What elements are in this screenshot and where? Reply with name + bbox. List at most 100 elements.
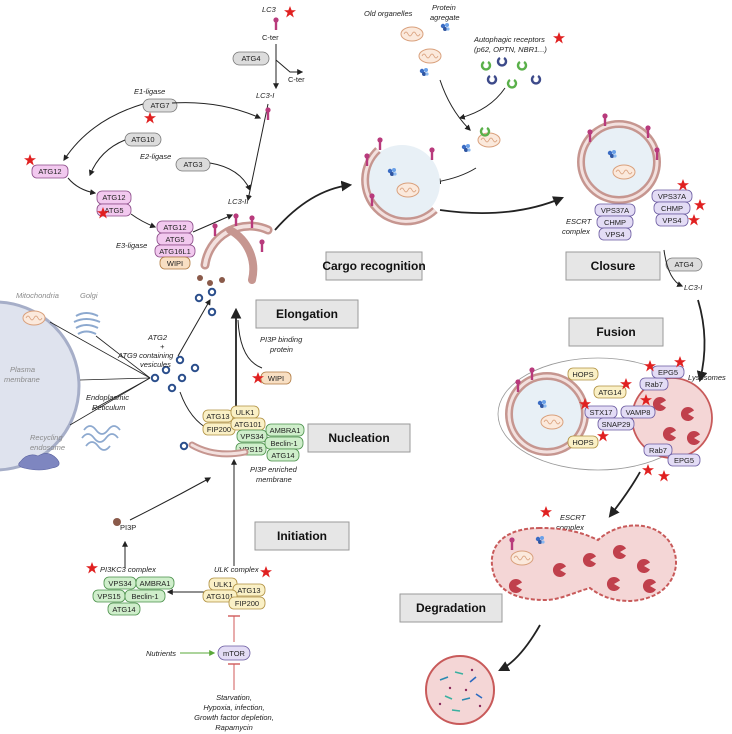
recycling-caption-2: endosome <box>30 443 65 452</box>
vesicle-icon <box>207 307 217 317</box>
stage-label-nucleation: Nucleation <box>328 431 389 445</box>
rab7-1-pill <box>639 377 669 391</box>
er-caption-1: Endoplasmic <box>86 393 129 402</box>
protein-aggregate-caption-2: agregate <box>430 13 460 22</box>
vps4-left-pill <box>598 227 632 241</box>
vps34-p-label: VPS34 <box>108 579 131 588</box>
pi3kc3-caption: PI3KC3 complex <box>100 565 156 574</box>
nutrients-caption: Nutrients <box>146 649 176 658</box>
snap29-label: SNAP29 <box>602 420 631 429</box>
starvation-caption-3: Growth factor depletion, <box>194 713 274 722</box>
red-star-icon <box>284 6 296 18</box>
vesicle-icon <box>194 293 204 303</box>
vps34-n-pill <box>236 429 268 443</box>
er-caption-2: Reticulum <box>92 403 125 412</box>
degradation-section: ESCRT complex <box>425 506 677 725</box>
initiation-section: PI3P PI3KC3 complex VPS34 AMBRA1 VPS15 B… <box>86 458 274 732</box>
hops-1-pill <box>567 367 599 381</box>
snap29-pill <box>597 417 635 431</box>
starvation-caption-4: Rapamycin <box>215 723 253 732</box>
atg5-b-label: ATG5 <box>104 206 123 215</box>
mtor-label: mTOR <box>223 649 246 658</box>
stage-cargo-recognition: Cargo recognition <box>322 251 426 281</box>
escrt-caption-2: complex <box>562 227 590 236</box>
membrane-sources: Plasma membrane Mitochondria Golgi ATG2 … <box>0 287 217 472</box>
hops-2-label: HOPS <box>572 438 593 447</box>
beclin-p-label: Beclin-1 <box>131 592 158 601</box>
protein-aggregate-icon <box>461 144 471 152</box>
atg4-top-label: ATG4 <box>241 54 260 63</box>
lc3-protein-icon <box>376 136 384 152</box>
pi3p-binding-caption-1: PI3P binding <box>260 335 303 344</box>
ambra1-n-pill <box>265 423 305 437</box>
stage-label-elongation: Elongation <box>276 307 338 321</box>
atg7-pill <box>142 98 178 113</box>
lc3-caption: LC3 <box>262 5 277 14</box>
pi3p-lipid-icon <box>113 518 121 526</box>
cter-right-caption: C-ter <box>288 75 305 84</box>
hops-1-label: HOPS <box>572 370 593 379</box>
lc3-protein-icon <box>272 16 280 32</box>
vesicle-icon <box>190 363 200 373</box>
stage-nucleation: Nucleation <box>307 423 411 453</box>
atg14-f-pill <box>593 385 627 399</box>
rab7-1-label: Rab7 <box>645 380 663 389</box>
escrt2-caption-1: ESCRT <box>560 513 587 522</box>
stage-label-fusion: Fusion <box>596 325 635 339</box>
vesicle-icon <box>167 383 177 393</box>
plasma-membrane-caption-1: Plasma <box>10 365 35 374</box>
red-star-icon <box>86 562 98 574</box>
atg14-n-label: ATG14 <box>271 451 294 460</box>
stage-elongation: Elongation <box>255 299 359 329</box>
vps37a-left-label: VPS37A <box>601 206 629 215</box>
receptors-caption-2: (p62, OPTN, NBR1...) <box>474 45 547 54</box>
atg3-label: ATG3 <box>183 160 202 169</box>
pi3p-membrane-caption-1: PI3P enriched <box>250 465 298 474</box>
cargo-section: Old organelles Protein agregate Autophag… <box>361 3 565 226</box>
atg13-u-label: ATG13 <box>237 586 260 595</box>
e3-ligase-caption: E3-ligase <box>116 241 147 250</box>
starvation-caption-1: Starvation, <box>216 693 252 702</box>
chmp-left-label: CHMP <box>604 218 626 227</box>
stage-label-cargo: Cargo recognition <box>322 259 425 273</box>
epg5-2-label: EPG5 <box>674 456 694 465</box>
red-star-icon <box>540 506 552 518</box>
ambra1-n-label: AMBRA1 <box>270 426 301 435</box>
wipi-top-pill <box>159 256 191 270</box>
atg101-n-label: ATG101 <box>234 420 261 429</box>
vps15-p-label: VPS15 <box>97 592 120 601</box>
atg12-c-label: ATG12 <box>163 223 186 232</box>
protein-aggregate-icon <box>440 23 450 31</box>
stage-fusion: Fusion <box>568 317 664 347</box>
vamp8-pill <box>620 405 656 419</box>
closure-section: VPS37A CHMP VPS4 VPS37A CHMP VPS4 ESCRT … <box>562 112 708 383</box>
golgi-caption: Golgi <box>80 291 98 300</box>
vesicle-icon <box>207 287 217 297</box>
stage-label-closure: Closure <box>591 259 636 273</box>
ambra1-p-label: AMBRA1 <box>140 579 171 588</box>
atg2-caption-2: + <box>160 342 165 351</box>
epg5-1-pill <box>651 365 685 379</box>
atg14-f-label: ATG14 <box>598 388 621 397</box>
red-star-icon <box>642 464 654 476</box>
mtor-pill <box>217 645 251 661</box>
atg10-pill <box>124 132 162 147</box>
wipi-mid-label: WIPI <box>268 374 284 383</box>
lc3-i-right-caption: LC3-I <box>684 283 702 292</box>
atg4-right-pill <box>665 257 703 272</box>
stage-label-degradation: Degradation <box>416 601 486 615</box>
golgi-icon <box>73 312 101 335</box>
vesicle-icon <box>150 373 160 383</box>
autophagic-receptor-icon <box>479 126 491 137</box>
vps4-right-pill <box>655 213 689 227</box>
e1-ligase-caption: E1-ligase <box>134 87 165 96</box>
autophagic-receptor-icon <box>480 56 542 89</box>
mitochondria-caption: Mitochondria <box>16 291 59 300</box>
pi3p-caption: PI3P <box>120 523 136 532</box>
chmp-right-label: CHMP <box>661 204 683 213</box>
phagophore <box>194 212 273 317</box>
mitochondrion-icon <box>418 48 442 64</box>
atg7-label: ATG7 <box>150 101 169 110</box>
ambra1-p-pill <box>135 576 175 590</box>
